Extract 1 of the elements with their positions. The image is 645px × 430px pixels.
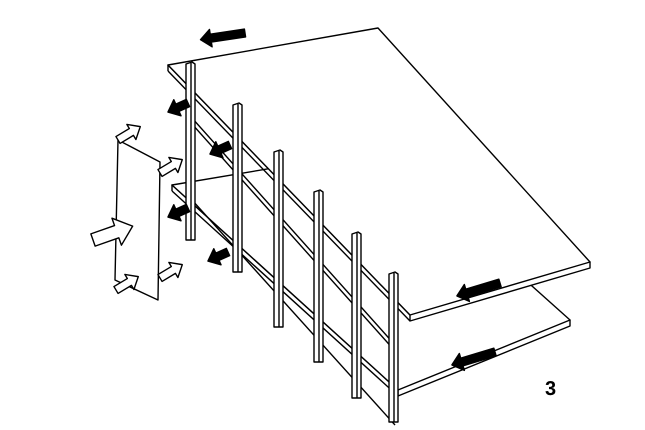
figure-number: 3 bbox=[545, 378, 556, 401]
